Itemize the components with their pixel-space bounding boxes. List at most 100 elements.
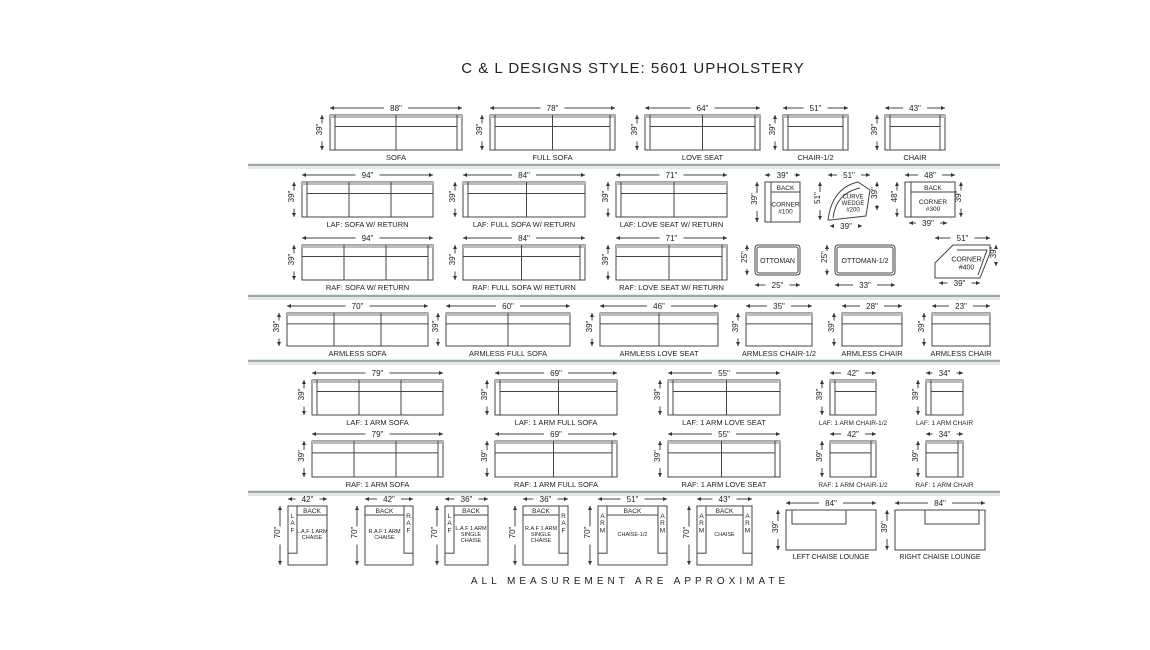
width-dimension: 94" <box>362 234 374 243</box>
seat-outline <box>311 379 444 416</box>
width-dimension: 84" <box>825 499 837 508</box>
depth-dimension: 39" <box>911 388 920 400</box>
svg-text:R: R <box>699 520 704 527</box>
seat-outline <box>782 114 849 151</box>
depth-dimension: 70" <box>682 526 691 538</box>
width-dimension: 43" <box>909 104 921 113</box>
depth-dimension: 39" <box>870 123 879 135</box>
seat-outline <box>925 379 964 416</box>
depth-dimension: 25" <box>820 251 829 263</box>
piece-label: ARMLESS SOFA <box>329 349 387 358</box>
back-label: BACK <box>532 508 550 515</box>
svg-text:A: A <box>561 520 566 527</box>
depth-dimension: 25" <box>740 251 749 263</box>
depth-dimension: 39" <box>315 123 324 135</box>
seat-outline <box>311 440 444 478</box>
piece-chair: 43" 39" CHAIR <box>870 104 946 162</box>
piece-ottoman: 25" 25" OTTOMAN <box>740 244 801 290</box>
piece-label: RAF: 1 ARM SOFA <box>346 480 410 489</box>
seat-outline <box>301 181 434 218</box>
seat-outline <box>829 440 877 478</box>
piece-label: ARMLESS CHAIR <box>930 349 992 358</box>
depth-dimension: 70" <box>350 526 359 538</box>
width-dimension: 36" <box>461 495 473 504</box>
piece-label: ARMLESS FULL SOFA <box>469 349 547 358</box>
piece-right-chaise-lounge: 84"39"RIGHT CHAISE LOUNGE <box>880 499 986 561</box>
piece-label: CORNER#100 <box>771 201 799 215</box>
depth-dimension: 39" <box>630 123 639 135</box>
depth-dimension: 39" <box>917 320 926 332</box>
piece-label: CHAIR <box>903 153 927 162</box>
piece-raf-sofa-return: 94"39"RAF: SOFA W/ RETURN <box>287 234 434 292</box>
piece-label: ARMLESS LOVE SEAT <box>619 349 698 358</box>
svg-text:A: A <box>699 513 704 520</box>
width-dimension: 79" <box>372 369 384 378</box>
piece-laf-sofa-return: 94"39"LAF: SOFA W/ RETURN <box>287 171 434 229</box>
seat-outline <box>745 312 813 347</box>
side-dimension: 39" <box>954 190 963 202</box>
width-dimension: 42" <box>847 430 859 439</box>
piece-laf-1arm-sofa: 79"39"LAF: 1 ARM SOFA <box>297 369 444 427</box>
depth-dimension: 39" <box>480 450 489 462</box>
depth-dimension: 39" <box>815 388 824 400</box>
piece-raf-1arm-love-seat: 55"39"RAF: 1 ARM LOVE SEAT <box>653 430 781 489</box>
piece-label: OTTOMAN <box>760 258 795 265</box>
svg-text:F: F <box>562 527 566 534</box>
back-label: BACK <box>462 508 480 515</box>
width-dimension: 43" <box>719 495 731 504</box>
width-dimension: 71" <box>666 234 678 243</box>
depth-dimension: 39" <box>480 388 489 400</box>
width-dimension: 60" <box>502 302 514 311</box>
piece-label: LAF: 1 ARM FULL SOFA <box>515 418 598 427</box>
depth-dimension: 39" <box>585 320 594 332</box>
width-dimension: 34" <box>939 369 951 378</box>
piece-armless-love-seat: 46"39"ARMLESS LOVE SEAT <box>585 302 719 358</box>
piece-label: CHAIR-1/2 <box>797 153 833 162</box>
seat-outline <box>494 379 618 416</box>
piece-label: ARMLESS CHAIR <box>841 349 903 358</box>
seat-outline <box>829 379 877 416</box>
depth-dimension: 70" <box>508 526 517 538</box>
svg-text:A: A <box>447 520 452 527</box>
seat-outline <box>667 440 781 478</box>
depth-dimension: 39" <box>653 388 662 400</box>
piece-label: ARMLESS CHAIR-1/2 <box>742 349 816 358</box>
piece-label: RAF: LOVE SEAT W/ RETURN <box>619 283 724 292</box>
piece-raf-1arm-sofa: 79"39"RAF: 1 ARM SOFA <box>297 430 444 489</box>
width-dimension: 25" <box>772 281 784 290</box>
width-dimension: 64" <box>697 104 709 113</box>
seat-outline <box>667 379 781 416</box>
depth-dimension: 51" <box>813 192 822 204</box>
piece-label: RAF: SOFA W/ RETURN <box>326 283 409 292</box>
piece-label: RAF: 1 ARM CHAIR-1/2 <box>818 482 888 489</box>
width-dimension: 88" <box>390 104 402 113</box>
piece-label: RAF: 1 ARM LOVE SEAT <box>682 480 767 489</box>
footer-note: ALL MEASUREMENT ARE APPROXIMATE <box>470 576 790 587</box>
depth-dimension: 70" <box>430 526 439 538</box>
piece-armless-chair-half: 35"39"ARMLESS CHAIR-1/2 <box>731 302 816 358</box>
piece-label: CORNER#400 <box>951 257 981 272</box>
width-dimension: 51" <box>843 171 855 180</box>
width-dimension: 35" <box>773 302 785 311</box>
svg-text:M: M <box>745 527 750 534</box>
seat-outline <box>615 181 728 218</box>
width-dimension: 48" <box>924 171 936 180</box>
page-title: C & L DESIGNS STYLE: 5601 UPHOLSTERY <box>461 60 805 77</box>
piece-full-sofa: 78"39"FULL SOFA <box>475 104 616 162</box>
width-dimension: 55" <box>718 430 730 439</box>
depth-dimension: 48" <box>890 190 899 202</box>
piece-label: LAF: SOFA W/ RETURN <box>326 220 408 229</box>
seat-outline <box>884 114 946 151</box>
depth-dimension: 39" <box>431 320 440 332</box>
width-dimension: 42" <box>847 369 859 378</box>
piece-chair-half: 51"39"CHAIR-1/2 <box>768 104 849 162</box>
